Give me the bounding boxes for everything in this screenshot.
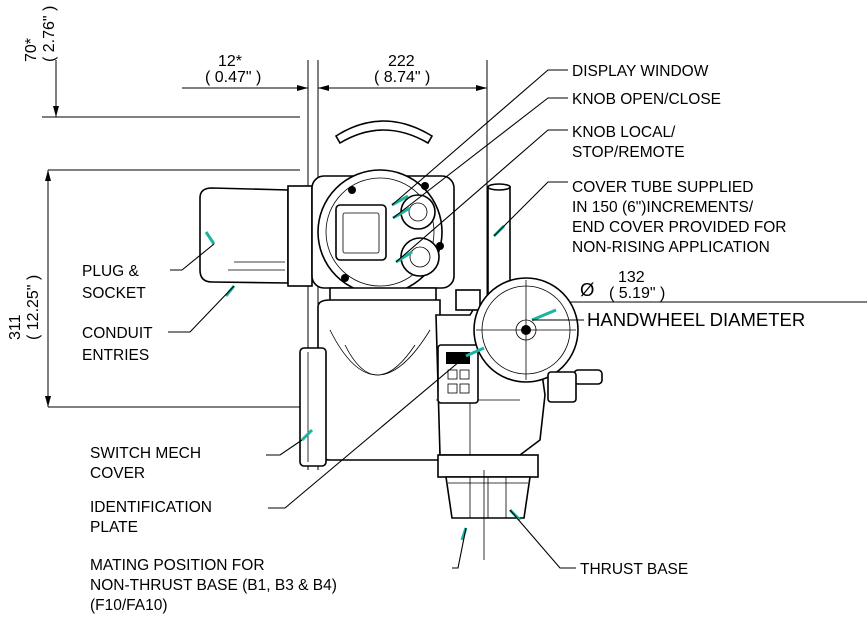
plug-socket-flange	[287, 185, 313, 287]
label-ident-1: IDENTIFICATION	[90, 499, 212, 516]
switch-mech-cover-plate	[299, 347, 327, 467]
dim-width-mm: 222	[388, 53, 415, 70]
gear-housing	[317, 299, 441, 461]
label-knob-local-1: KNOB LOCAL/	[572, 124, 676, 141]
label-knob-local-2: STOP/REMOTE	[572, 144, 685, 161]
label-thrust-base: THRUST BASE	[580, 561, 688, 578]
label-cover-tube-3: END COVER PROVIDED FOR	[572, 219, 786, 236]
label-mating-2: NON-THRUST BASE (B1, B3 & B4)	[90, 577, 337, 594]
label-conduit-2: ENTRIES	[82, 347, 149, 364]
dim-top-height-mm: 70*	[23, 38, 40, 62]
label-cover-tube-1: COVER TUBE SUPPLIED	[572, 179, 753, 196]
label-plug-socket-2: SOCKET	[82, 285, 146, 302]
label-conduit-1: CONDUIT	[82, 325, 153, 342]
dim-diameter-symbol: Ø	[580, 279, 594, 300]
callout-labels: DISPLAY WINDOW KNOB OPEN/CLOSE KNOB LOCA…	[82, 63, 805, 614]
dim-height-in: ( 12.25" )	[25, 275, 42, 340]
label-ident-2: PLATE	[90, 519, 138, 536]
tube-collar	[455, 289, 481, 311]
handwheel-lever	[573, 369, 603, 385]
label-plug-socket-1: PLUG &	[82, 263, 140, 280]
label-mating-1: MATING POSITION FOR	[90, 557, 265, 574]
label-display-window: DISPLAY WINDOW	[572, 63, 709, 80]
dim-handwheel-mm: 132	[618, 269, 645, 286]
label-switch-mech-1: SWITCH MECH	[90, 445, 201, 462]
dim-width-in: ( 8.74" )	[374, 69, 430, 86]
label-cover-tube-2: IN 150 (6")INCREMENTS/	[572, 199, 754, 216]
dim-offset-mm: 12*	[218, 53, 242, 70]
leader-lines	[168, 69, 584, 569]
label-knob-open-close: KNOB OPEN/CLOSE	[572, 91, 721, 108]
label-handwheel-diameter: HANDWHEEL DIAMETER	[587, 309, 805, 330]
dim-height-mm: 311	[7, 314, 24, 340]
dim-top-height-in: ( 2.76" )	[41, 6, 58, 62]
display-window	[335, 204, 387, 261]
dim-offset-in: ( 0.47" )	[205, 69, 261, 86]
actuator-body	[199, 120, 603, 560]
dim-handwheel-in: ( 5.19" )	[609, 285, 665, 302]
label-cover-tube-4: NON-RISING APPLICATION	[572, 239, 770, 256]
thrust-base-top	[437, 454, 539, 478]
label-switch-mech-2: COVER	[90, 465, 145, 482]
plug-socket-housing	[199, 187, 289, 284]
dimension-texts: 70* ( 2.76" ) 12* ( 0.47" ) 222 ( 8.74" …	[7, 6, 665, 340]
label-mating-3: (F10/FA10)	[90, 597, 168, 614]
top-cover-arc	[334, 120, 434, 145]
